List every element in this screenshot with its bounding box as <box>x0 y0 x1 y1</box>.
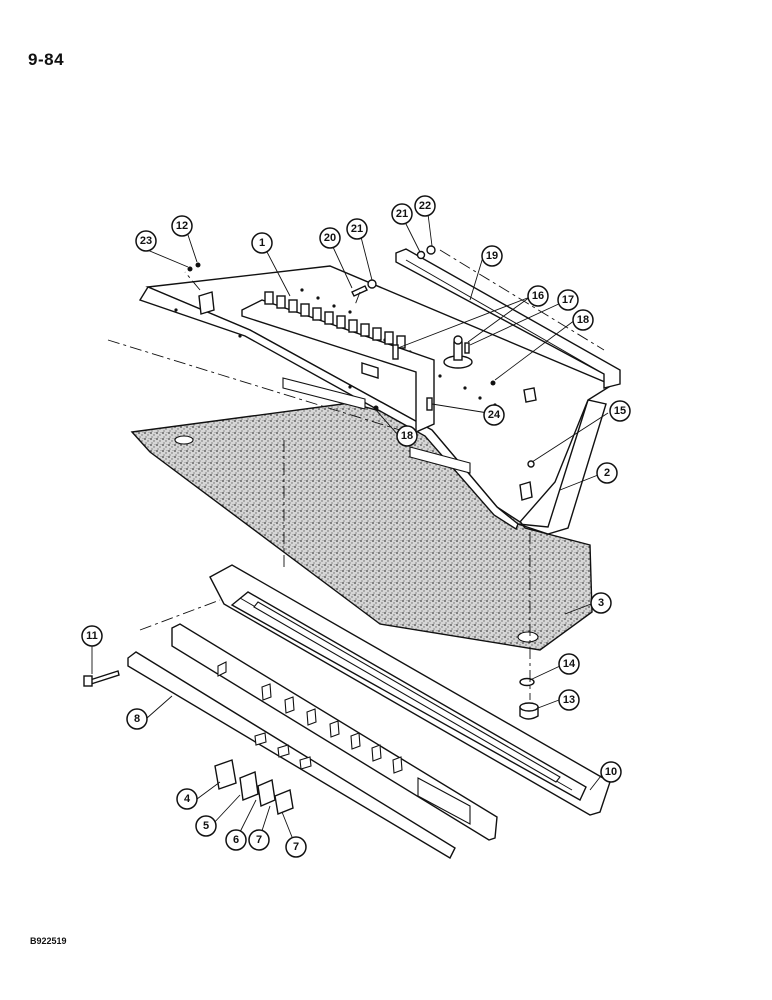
switch-panel-part <box>171 623 498 841</box>
svg-text:14: 14 <box>563 658 576 670</box>
console-panel-part <box>138 265 614 535</box>
svg-text:17: 17 <box>562 294 574 306</box>
hardware-items <box>83 245 539 720</box>
svg-text:3: 3 <box>598 597 604 609</box>
callout-24: 24 <box>483 404 505 426</box>
svg-text:15: 15 <box>614 405 626 417</box>
svg-text:24: 24 <box>488 409 501 421</box>
svg-text:21: 21 <box>396 208 408 220</box>
callout-17: 17 <box>557 289 579 311</box>
side-trim-part <box>209 564 611 816</box>
callout-5: 5 <box>195 815 217 837</box>
svg-text:12: 12 <box>176 220 188 232</box>
svg-text:8: 8 <box>134 713 140 725</box>
svg-text:7: 7 <box>293 841 299 853</box>
callout-13: 13 <box>558 689 580 711</box>
callout-22: 22 <box>414 195 436 217</box>
fuse-panel-part <box>241 291 435 434</box>
callout-21b: 21 <box>391 203 413 225</box>
svg-text:6: 6 <box>233 834 239 846</box>
figure-code: B922519 <box>30 936 67 946</box>
page-number: 9-84 <box>28 50 65 69</box>
callout-7b: 7 <box>285 836 307 858</box>
svg-text:10: 10 <box>605 766 617 778</box>
svg-text:18: 18 <box>401 430 413 442</box>
callout-21a: 21 <box>346 218 368 240</box>
callout-14: 14 <box>558 653 580 675</box>
callout-11: 11 <box>81 625 103 647</box>
callout-6: 6 <box>225 829 247 851</box>
svg-text:4: 4 <box>184 793 191 805</box>
callout-4: 4 <box>176 788 198 810</box>
svg-text:13: 13 <box>563 694 575 706</box>
callout-2: 2 <box>596 462 618 484</box>
callout-3: 3 <box>590 592 612 614</box>
front-plate-part <box>127 651 456 859</box>
svg-text:5: 5 <box>203 820 209 832</box>
callout-18b: 18 <box>396 425 418 447</box>
svg-text:18: 18 <box>577 314 589 326</box>
svg-text:20: 20 <box>324 232 336 244</box>
bracket-part <box>395 248 621 389</box>
svg-text:16: 16 <box>532 290 544 302</box>
callout-18a: 18 <box>572 309 594 331</box>
svg-text:22: 22 <box>419 200 431 212</box>
callout-12: 12 <box>171 215 193 237</box>
svg-text:11: 11 <box>86 630 98 642</box>
svg-text:19: 19 <box>486 250 498 262</box>
svg-text:21: 21 <box>351 223 363 235</box>
callout-16: 16 <box>527 285 549 307</box>
callout-20: 20 <box>319 227 341 249</box>
rocker-switches <box>214 759 294 815</box>
callout-19: 19 <box>481 245 503 267</box>
callout-15: 15 <box>609 400 631 422</box>
svg-text:23: 23 <box>140 235 152 247</box>
callout-8: 8 <box>126 708 148 730</box>
callout-1: 1 <box>251 232 273 254</box>
svg-text:1: 1 <box>259 237 265 249</box>
svg-text:2: 2 <box>604 467 610 479</box>
svg-text:7: 7 <box>256 834 262 846</box>
callout-10: 10 <box>600 761 622 783</box>
callout-7a: 7 <box>248 829 270 851</box>
callout-23: 23 <box>135 230 157 252</box>
